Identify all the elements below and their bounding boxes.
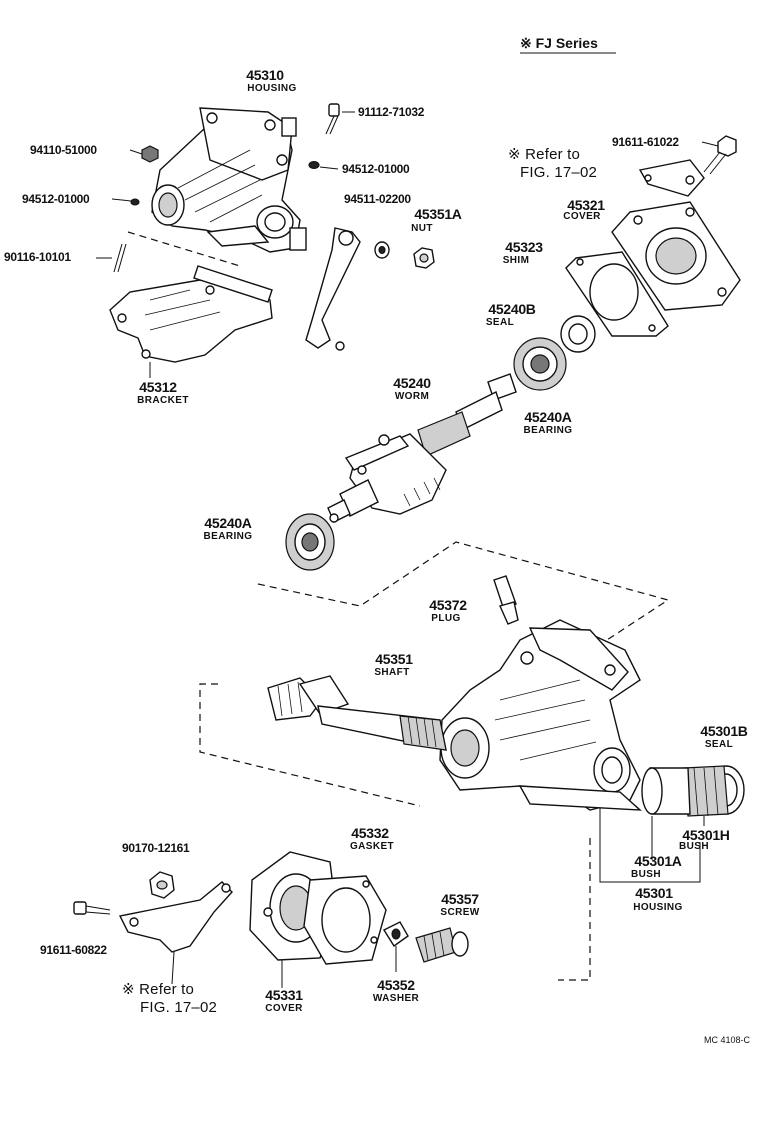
part-number-45323: 45323 [505, 239, 543, 255]
cover-45321 [611, 201, 741, 311]
part-name-seal-45240B: SEAL [485, 317, 515, 328]
nut-90170-12161 [149, 871, 175, 899]
part-name-bush-45301H: BUSH [679, 841, 709, 852]
part-number-45240A-upper: 45240A [524, 409, 572, 425]
part-number-45301: 45301 [635, 885, 673, 901]
bolt-91611-61022 [701, 135, 737, 175]
washer-45352 [382, 921, 409, 972]
part-number-45310: 45310 [246, 67, 284, 83]
part-number-94110-51000: 94110-51000 [30, 143, 97, 157]
steering-gear-housing-lower [439, 619, 642, 811]
part-number-94512-01000-left: 94512-01000 [22, 192, 90, 206]
part-number-45321: 45321 [567, 197, 605, 213]
bolt-91112-71032 [325, 103, 355, 135]
steering-gear-housing-upper [151, 107, 307, 253]
part-number-45301H: 45301H [682, 827, 730, 843]
part-number-45312: 45312 [139, 379, 177, 395]
clip-bracket-bottom [118, 881, 233, 985]
refer-to-bottom-line1: ※ Refer to [122, 981, 195, 998]
part-name-housing-45301: HOUSING [633, 902, 683, 913]
shim-45323 [565, 251, 669, 337]
part-name-bearing-lower: BEARING [203, 531, 253, 542]
part-name-screw: SCREW [440, 907, 480, 918]
part-number-45357: 45357 [441, 891, 479, 907]
series-label: ※ FJ Series [520, 35, 598, 51]
part-number-45332: 45332 [351, 825, 389, 841]
part-name-gasket: GASKET [349, 841, 395, 852]
part-name-plug: PLUG [431, 613, 461, 624]
housing-dashed-outline [199, 683, 591, 981]
part-number-94511-02200: 94511-02200 [344, 192, 411, 206]
refer-to-top-line1: ※ Refer to [508, 146, 581, 163]
part-name-bearing-upper: BEARING [523, 425, 573, 436]
refer-to-top-line2: FIG. 17–02 [520, 164, 598, 181]
part-name-bush-45301A: BUSH [631, 869, 661, 880]
group-line-45301 [599, 808, 701, 883]
part-number-90170-12161: 90170-12161 [122, 841, 190, 855]
nut-94110-51000 [129, 145, 159, 163]
part-number-45240: 45240 [393, 375, 431, 391]
part-number-94512-01000-right: 94512-01000 [342, 162, 410, 176]
part-number-45301B: 45301B [700, 723, 748, 739]
bolt-91611-60822 [73, 901, 111, 915]
part-number-45372: 45372 [429, 597, 467, 613]
worm-assembly-dashed-outline [257, 541, 670, 673]
bearing-45240A-lower [285, 513, 335, 571]
washer-94512-01000-right [308, 160, 339, 170]
washer-94512-01000-left [111, 198, 140, 206]
stud-90116-10101 [96, 243, 127, 273]
clip-bracket-top [638, 159, 705, 197]
part-number-45240B: 45240B [488, 301, 536, 317]
screw-45357 [415, 927, 469, 963]
bearing-45240A-upper [513, 337, 567, 391]
part-name-nut: NUT [411, 223, 433, 234]
part-number-91112-71032: 91112-71032 [358, 105, 425, 119]
part-number-45240A-lower: 45240A [204, 515, 252, 531]
worm-shaft-45240 [327, 373, 517, 523]
seal-45240B [560, 315, 596, 353]
bush-45301H [683, 765, 729, 817]
bush-45301A [641, 767, 691, 815]
nut-45351A [413, 247, 435, 269]
part-number-45351A: 45351A [414, 206, 462, 222]
part-name-housing: HOUSING [247, 83, 297, 94]
part-number-45331: 45331 [265, 987, 303, 1003]
part-number-90116-10101: 90116-10101 [4, 250, 71, 264]
refer-to-bottom-line2: FIG. 17–02 [140, 999, 218, 1016]
bracket-45312 [109, 265, 273, 378]
part-name-washer: WASHER [372, 993, 420, 1004]
figure-code: MC 4108-C [704, 1035, 751, 1045]
part-name-worm: WORM [394, 391, 430, 402]
part-number-45351: 45351 [375, 651, 413, 667]
plug-45372 [493, 575, 519, 625]
part-number-45301A: 45301A [634, 853, 682, 869]
part-number-91611-60822: 91611-60822 [40, 943, 107, 957]
part-name-shaft: SHAFT [374, 667, 410, 678]
part-name-cover-45331: COVER [265, 1003, 303, 1014]
gasket-45332 [303, 875, 387, 965]
part-name-shim: SHIM [502, 255, 530, 266]
part-name-bracket: BRACKET [137, 395, 189, 406]
washer-94511-02200 [374, 241, 390, 259]
sector-shaft-45351 [267, 675, 447, 751]
assembly-dashed-link [127, 231, 241, 267]
part-number-45352: 45352 [377, 977, 415, 993]
part-number-91611-61022: 91611-61022 [612, 135, 679, 149]
pitman-arm [305, 227, 361, 351]
part-name-cover-45321: COVER [563, 211, 601, 222]
part-name-seal-45301B: SEAL [704, 739, 734, 750]
